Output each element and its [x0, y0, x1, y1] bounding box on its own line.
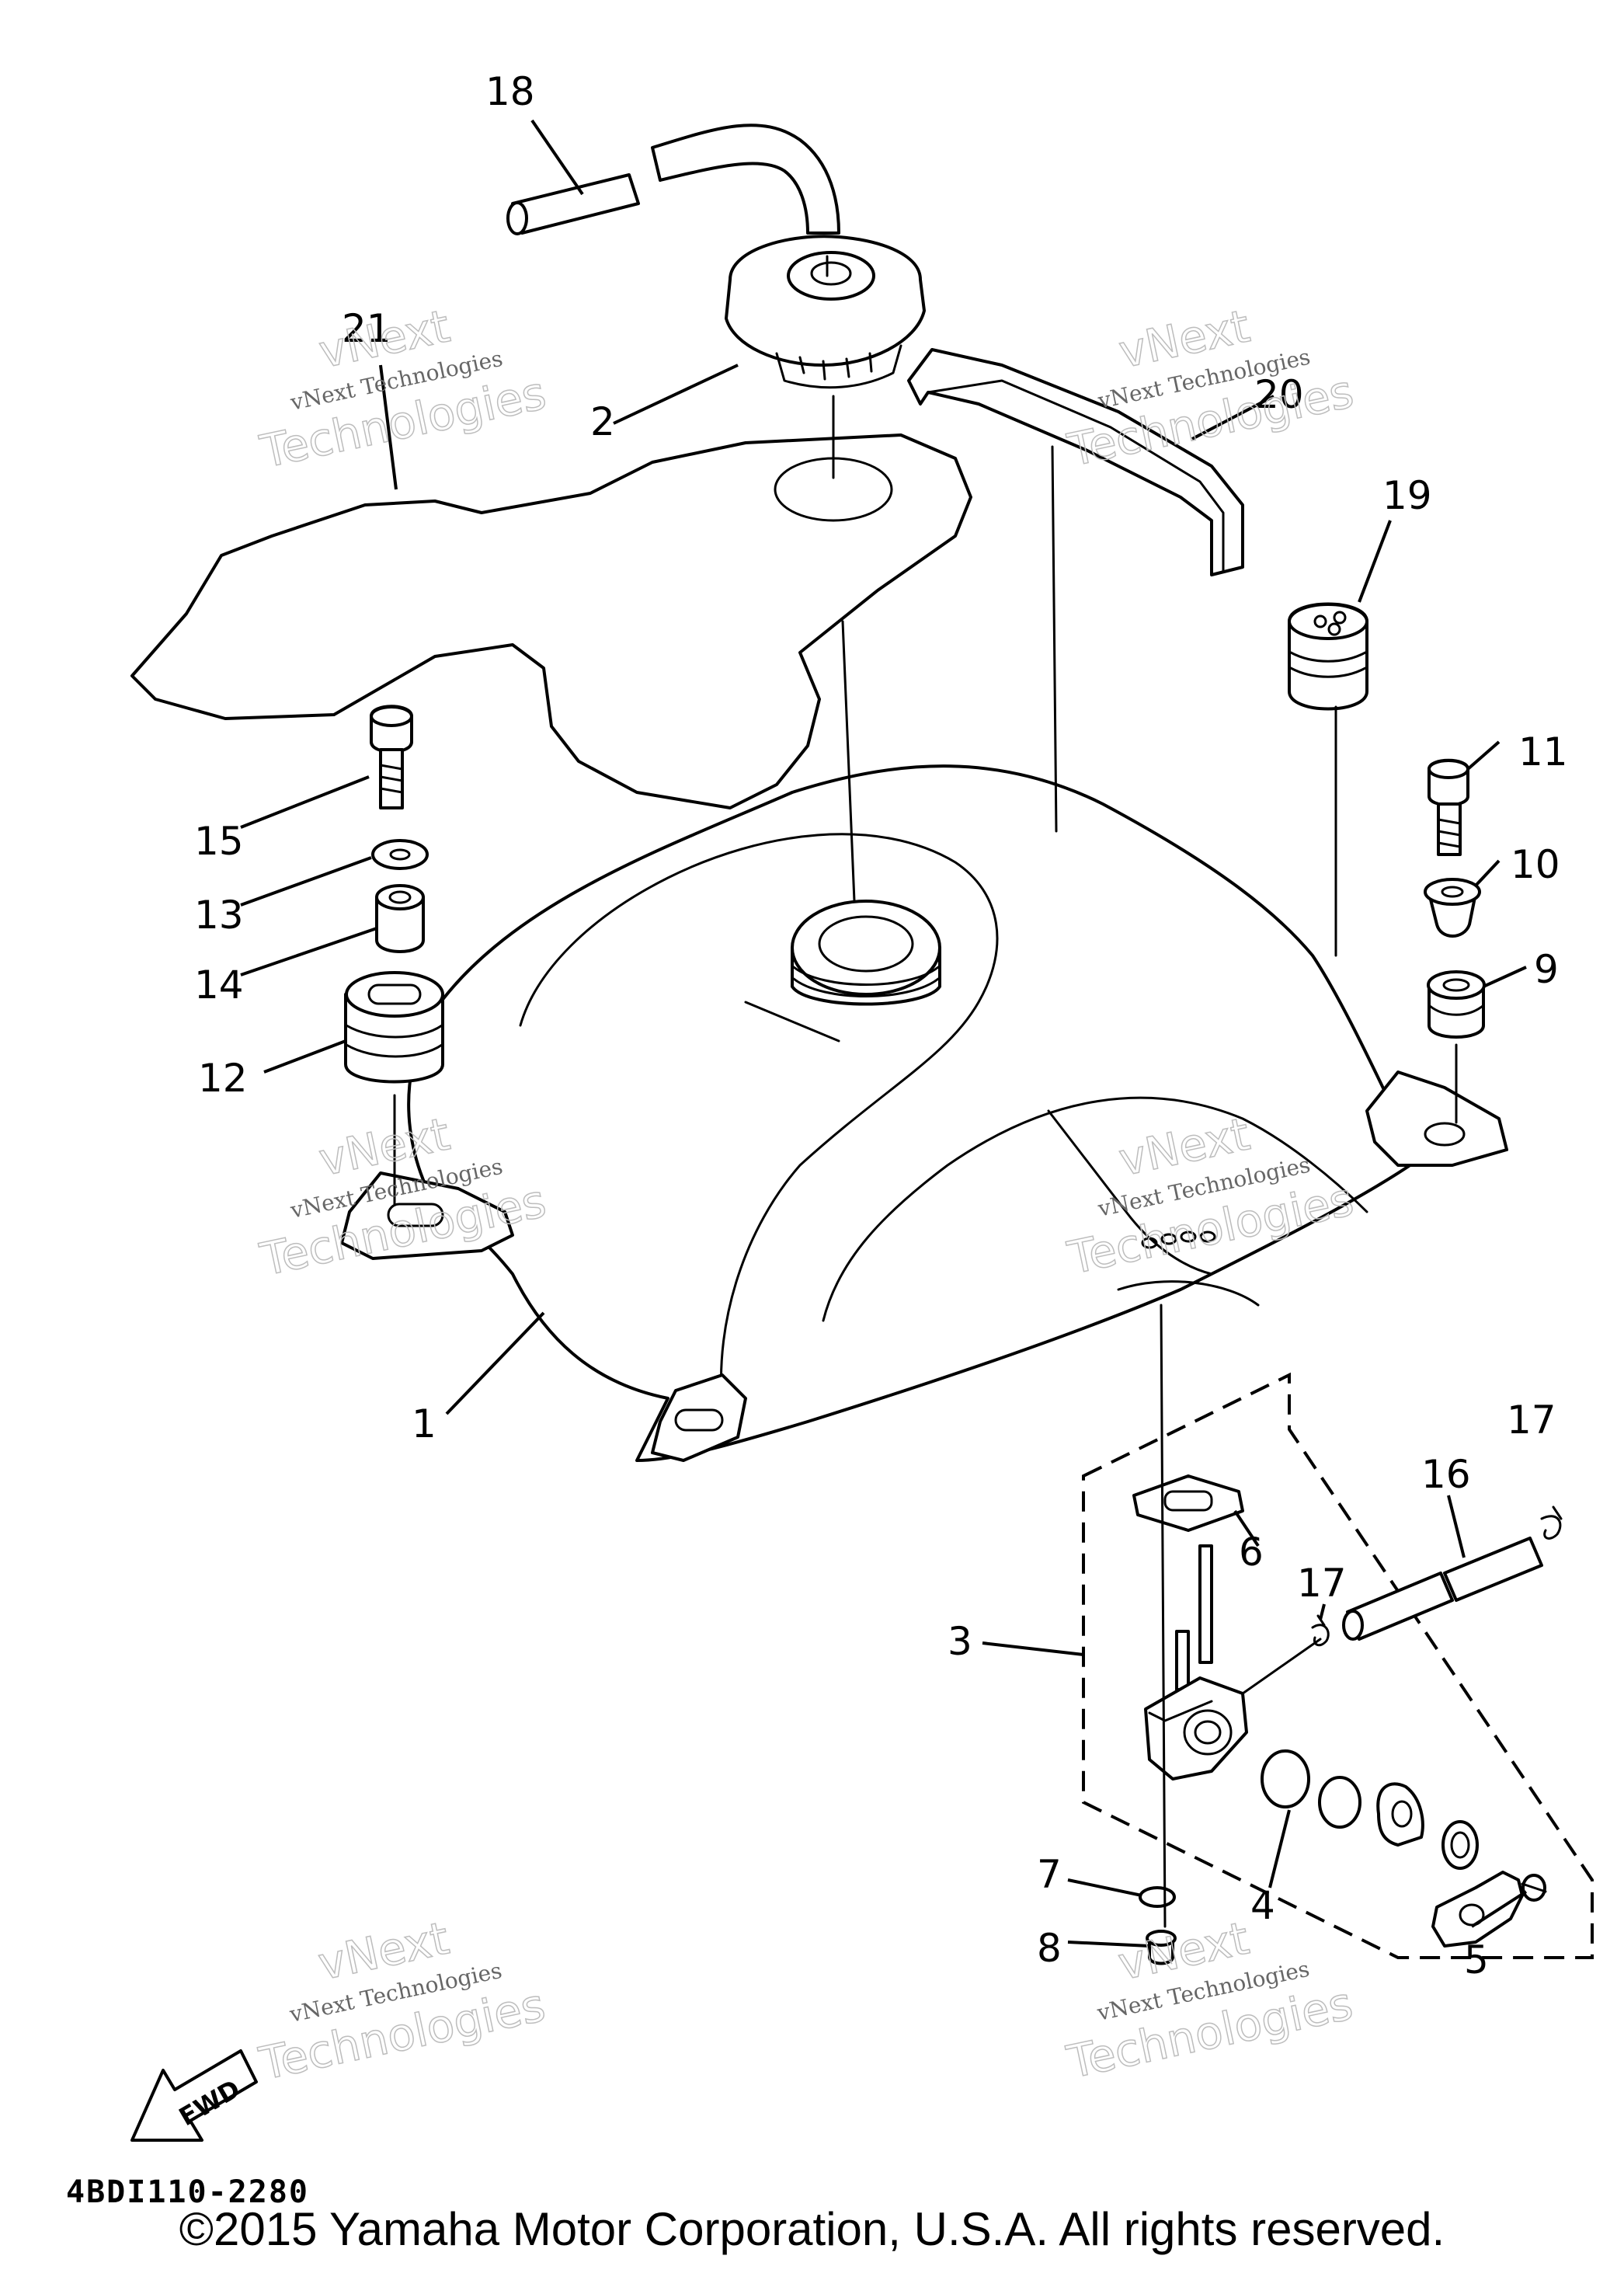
callout-7: 7 — [1037, 1852, 1062, 1897]
part-17-clip-right — [1540, 1506, 1563, 1540]
watermark-mid-right: vNext vNext Technologies Technologies — [1062, 1107, 1358, 1286]
part-1-tank-line — [744, 1001, 840, 1043]
callout-16: 16 — [1421, 1452, 1471, 1497]
watermark-top-right: vNext vNext Technologies Technologies — [1062, 299, 1358, 478]
callout-2: 2 — [590, 399, 615, 444]
watermark-top-left: vNext vNext Technologies Technologies — [255, 299, 551, 479]
part-1-right-hole — [1424, 1122, 1466, 1147]
part-1-outlet-plate — [1117, 1280, 1260, 1307]
part-15-bolt — [370, 705, 413, 809]
part-1-right-tab — [1365, 1070, 1508, 1167]
callout-1: 1 — [412, 1401, 436, 1446]
part-1-front-tab — [651, 1373, 747, 1462]
part-1-tank-contour — [519, 833, 999, 1408]
part-1-tank-line2 — [1047, 1109, 1213, 1276]
part-20-band — [907, 348, 1244, 576]
watermark-bottom-right: vNext vNext Technologies Technologies — [1062, 1911, 1358, 2090]
part-6-gasket — [1132, 1474, 1244, 1532]
part-20-band-edge — [927, 379, 1225, 573]
callout-17-right: 17 — [1507, 1398, 1556, 1443]
part-1-rear-left-tab — [340, 1171, 514, 1260]
part-1-filler-neck — [791, 900, 941, 1006]
part-5-screw — [1521, 1874, 1547, 1902]
part-1-tank-ridge — [822, 1096, 1368, 1322]
part-21-cover-plate — [130, 433, 972, 809]
part-8-drain-bolt — [1146, 1930, 1177, 1965]
part-1-rear-left-slot — [387, 1203, 444, 1227]
part-7-o-ring — [1139, 1886, 1176, 1908]
part-14-collar — [375, 884, 425, 953]
copyright-notice: ©2015 Yamaha Motor Corporation, U.S.A. A… — [179, 2203, 1445, 2255]
callout-4: 4 — [1250, 1883, 1275, 1928]
callout-13: 13 — [194, 893, 244, 938]
callout-18: 18 — [485, 69, 535, 114]
callout-12: 12 — [198, 1056, 248, 1101]
part-10-collar — [1424, 878, 1481, 938]
diagram-code: 4BDI110-2280 — [66, 2174, 309, 2210]
part-1-fuel-tank — [407, 764, 1423, 1462]
callout-3: 3 — [948, 1619, 972, 1664]
callout-10: 10 — [1511, 842, 1560, 887]
part-18-breather-hose — [506, 124, 840, 235]
callout-14: 14 — [194, 962, 244, 1008]
watermark-bottom-left: vNext vNext Technologies Technologies — [254, 1911, 550, 2091]
part-3-assembly-outline — [1082, 1372, 1594, 1959]
callout-17-left: 17 — [1297, 1561, 1347, 1606]
alignment-lines — [393, 395, 1458, 1928]
callout-9: 9 — [1534, 947, 1559, 992]
part-16-fuel-hose — [1342, 1537, 1543, 1641]
part-1-outlet-holes — [1141, 1231, 1216, 1249]
part-3-fuel-cock-body — [1144, 1544, 1322, 1781]
part-11-bolt — [1428, 758, 1469, 856]
part-9-damper — [1427, 970, 1486, 1039]
part-3-lever-plate — [1431, 1871, 1524, 1948]
callout-8: 8 — [1037, 1926, 1062, 1971]
fwd-arrow-icon: FWD — [130, 2049, 258, 2142]
part-4-packing — [1261, 1749, 1479, 1870]
callout-21: 21 — [342, 306, 391, 351]
part-12-damper — [344, 971, 444, 1084]
part-1-front-slot — [674, 1408, 724, 1432]
callout-6: 6 — [1239, 1530, 1264, 1575]
callout-15: 15 — [194, 819, 244, 864]
part-17-clip-left — [1311, 1614, 1330, 1647]
part-2-fuel-cap — [725, 235, 926, 389]
callout-19: 19 — [1382, 473, 1432, 518]
callout-11: 11 — [1518, 729, 1568, 775]
watermark-mid-left: vNext vNext Technologies Technologies — [255, 1107, 551, 1287]
callout-5: 5 — [1464, 1937, 1489, 1982]
part-19-grommet — [1288, 602, 1368, 711]
leader-lines — [240, 119, 1528, 1948]
callout-20: 20 — [1254, 372, 1304, 417]
part-13-washer — [371, 839, 429, 870]
